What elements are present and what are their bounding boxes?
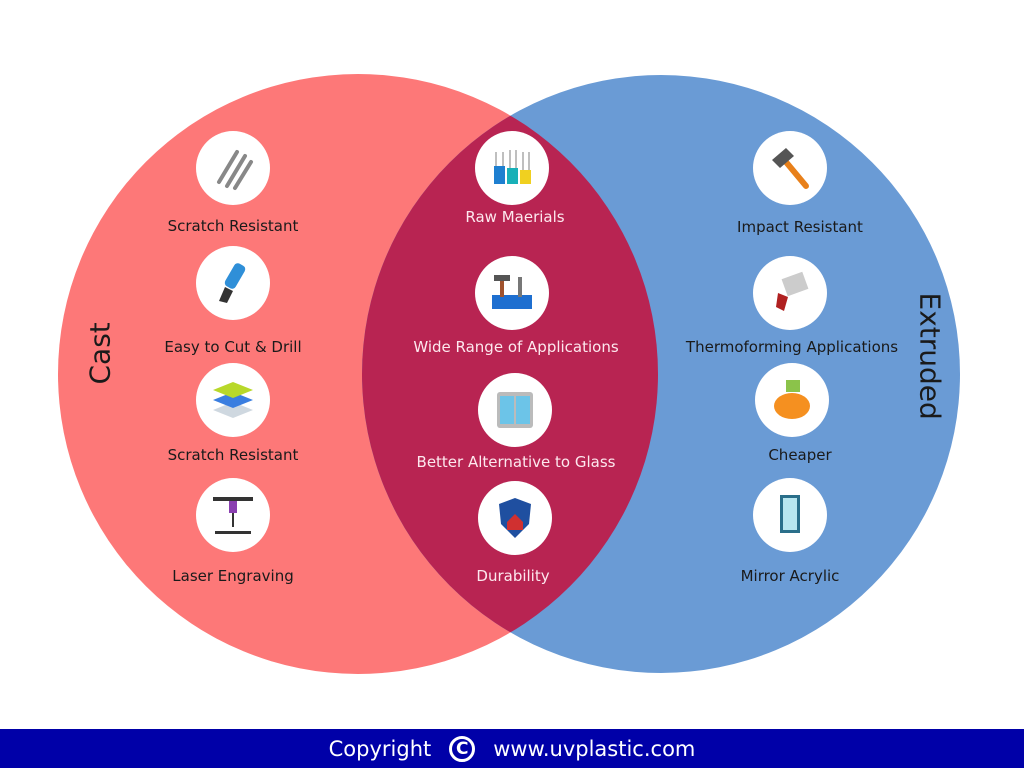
copyright-text: Copyright <box>328 736 432 761</box>
laser-engraver-icon <box>196 478 270 552</box>
heat-gun-icon <box>753 256 827 330</box>
layers-icon <box>196 363 270 437</box>
middle-item-label: Better Alternative to Glass <box>416 453 616 471</box>
piggy-bank-icon <box>755 363 829 437</box>
lab-flasks-icon <box>475 131 549 205</box>
left-item-label: Scratch Resistant <box>167 217 299 235</box>
middle-item-label: Raw Maerials <box>465 208 565 226</box>
cast-title: Cast <box>83 322 117 385</box>
glass-window-icon <box>478 373 552 447</box>
footer-bar: Copyright C www.uvplastic.com <box>0 729 1024 768</box>
extruded-title: Extruded <box>913 292 947 420</box>
shield-house-icon <box>478 481 552 555</box>
right-item-label: Mirror Acrylic <box>740 567 840 585</box>
left-item-label: Easy to Cut & Drill <box>164 338 302 356</box>
copyright-icon: C <box>449 735 476 762</box>
toolbox-icon <box>475 256 549 330</box>
hammer-icon <box>753 131 827 205</box>
middle-item-label: Durability <box>476 567 550 585</box>
scratch-icon <box>196 131 270 205</box>
left-item-label: Scratch Resistant <box>167 446 299 464</box>
middle-item-label: Wide Range of Applications <box>413 338 619 356</box>
mirror-icon <box>753 478 827 552</box>
left-item-label: Laser Engraving <box>172 567 294 585</box>
cutter-knife-icon <box>196 246 270 320</box>
right-item-label: Impact Resistant <box>737 218 863 236</box>
website-link[interactable]: www.uvplastic.com <box>493 736 696 761</box>
right-item-label: Cheaper <box>768 446 832 464</box>
right-item-label: Thermoforming Applications <box>685 338 899 356</box>
